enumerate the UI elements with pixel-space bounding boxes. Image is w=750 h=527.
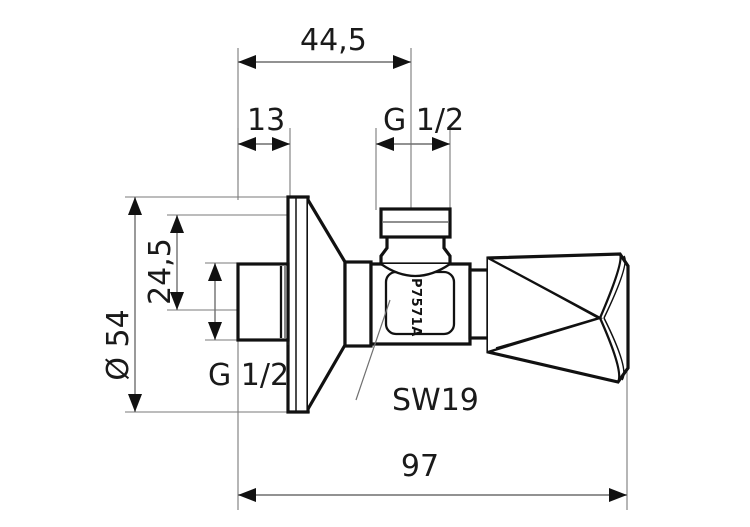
dim-label-g12-outlet: G 1/2 [383,103,464,138]
valve-assembly-geometry [236,195,630,414]
dim-label-g12-inlet: G 1/2 [208,358,289,393]
arrow-445-right [393,55,411,69]
arrow-g12in-top [208,263,222,281]
dimension-labels: 44,5 13 G 1/2 Ø 54 24,5 G 1/2 97 [101,23,464,484]
leader-line-sw19 [355,299,391,401]
handle-wedge-fold-inner [495,261,600,349]
dim-label-44-5: 44,5 [300,23,367,58]
outlet-thread-collar [379,207,452,239]
arrow-13-right [272,137,290,151]
dim-label-diameter-54: Ø 54 [101,309,136,380]
arrow-97-right [609,488,627,502]
body-neck [343,260,373,348]
handle-lower-curve-inner [603,317,625,381]
rosette-cone-body [306,199,347,410]
arrow-445-left [238,55,256,69]
annotation-labels: SW19 P7571A [392,278,479,418]
dim-label-13: 13 [247,103,285,138]
arrow-d54-bottom [128,394,142,412]
dimension-lines [128,55,627,502]
outlet-neck-right [442,237,452,264]
annotation-label-sw19: SW19 [392,383,479,418]
handle-upper-curve-inner [603,255,626,319]
arrow-97-left [238,488,256,502]
inlet-hex-connector [236,262,290,342]
annotation-label-part-marking: P7571A [408,278,423,337]
arrow-d54-top [128,197,142,215]
arrow-245-bottom [170,292,184,310]
arrow-245-top [170,215,184,233]
handle-neck [468,268,490,340]
arrow-g12in-bottom [208,322,222,340]
arrow-g12top-left [376,137,394,151]
rosette-face-plate [286,195,310,414]
handle-lower-curve [598,317,621,383]
dim-label-97: 97 [401,449,439,484]
arrow-13-left [238,137,256,151]
arrow-g12top-right [432,137,450,151]
handle-upper-curve [598,253,622,319]
outlet-neck-left [379,237,389,264]
dim-label-24-5: 24,5 [143,238,178,305]
outlet-bore-curve [380,263,451,278]
